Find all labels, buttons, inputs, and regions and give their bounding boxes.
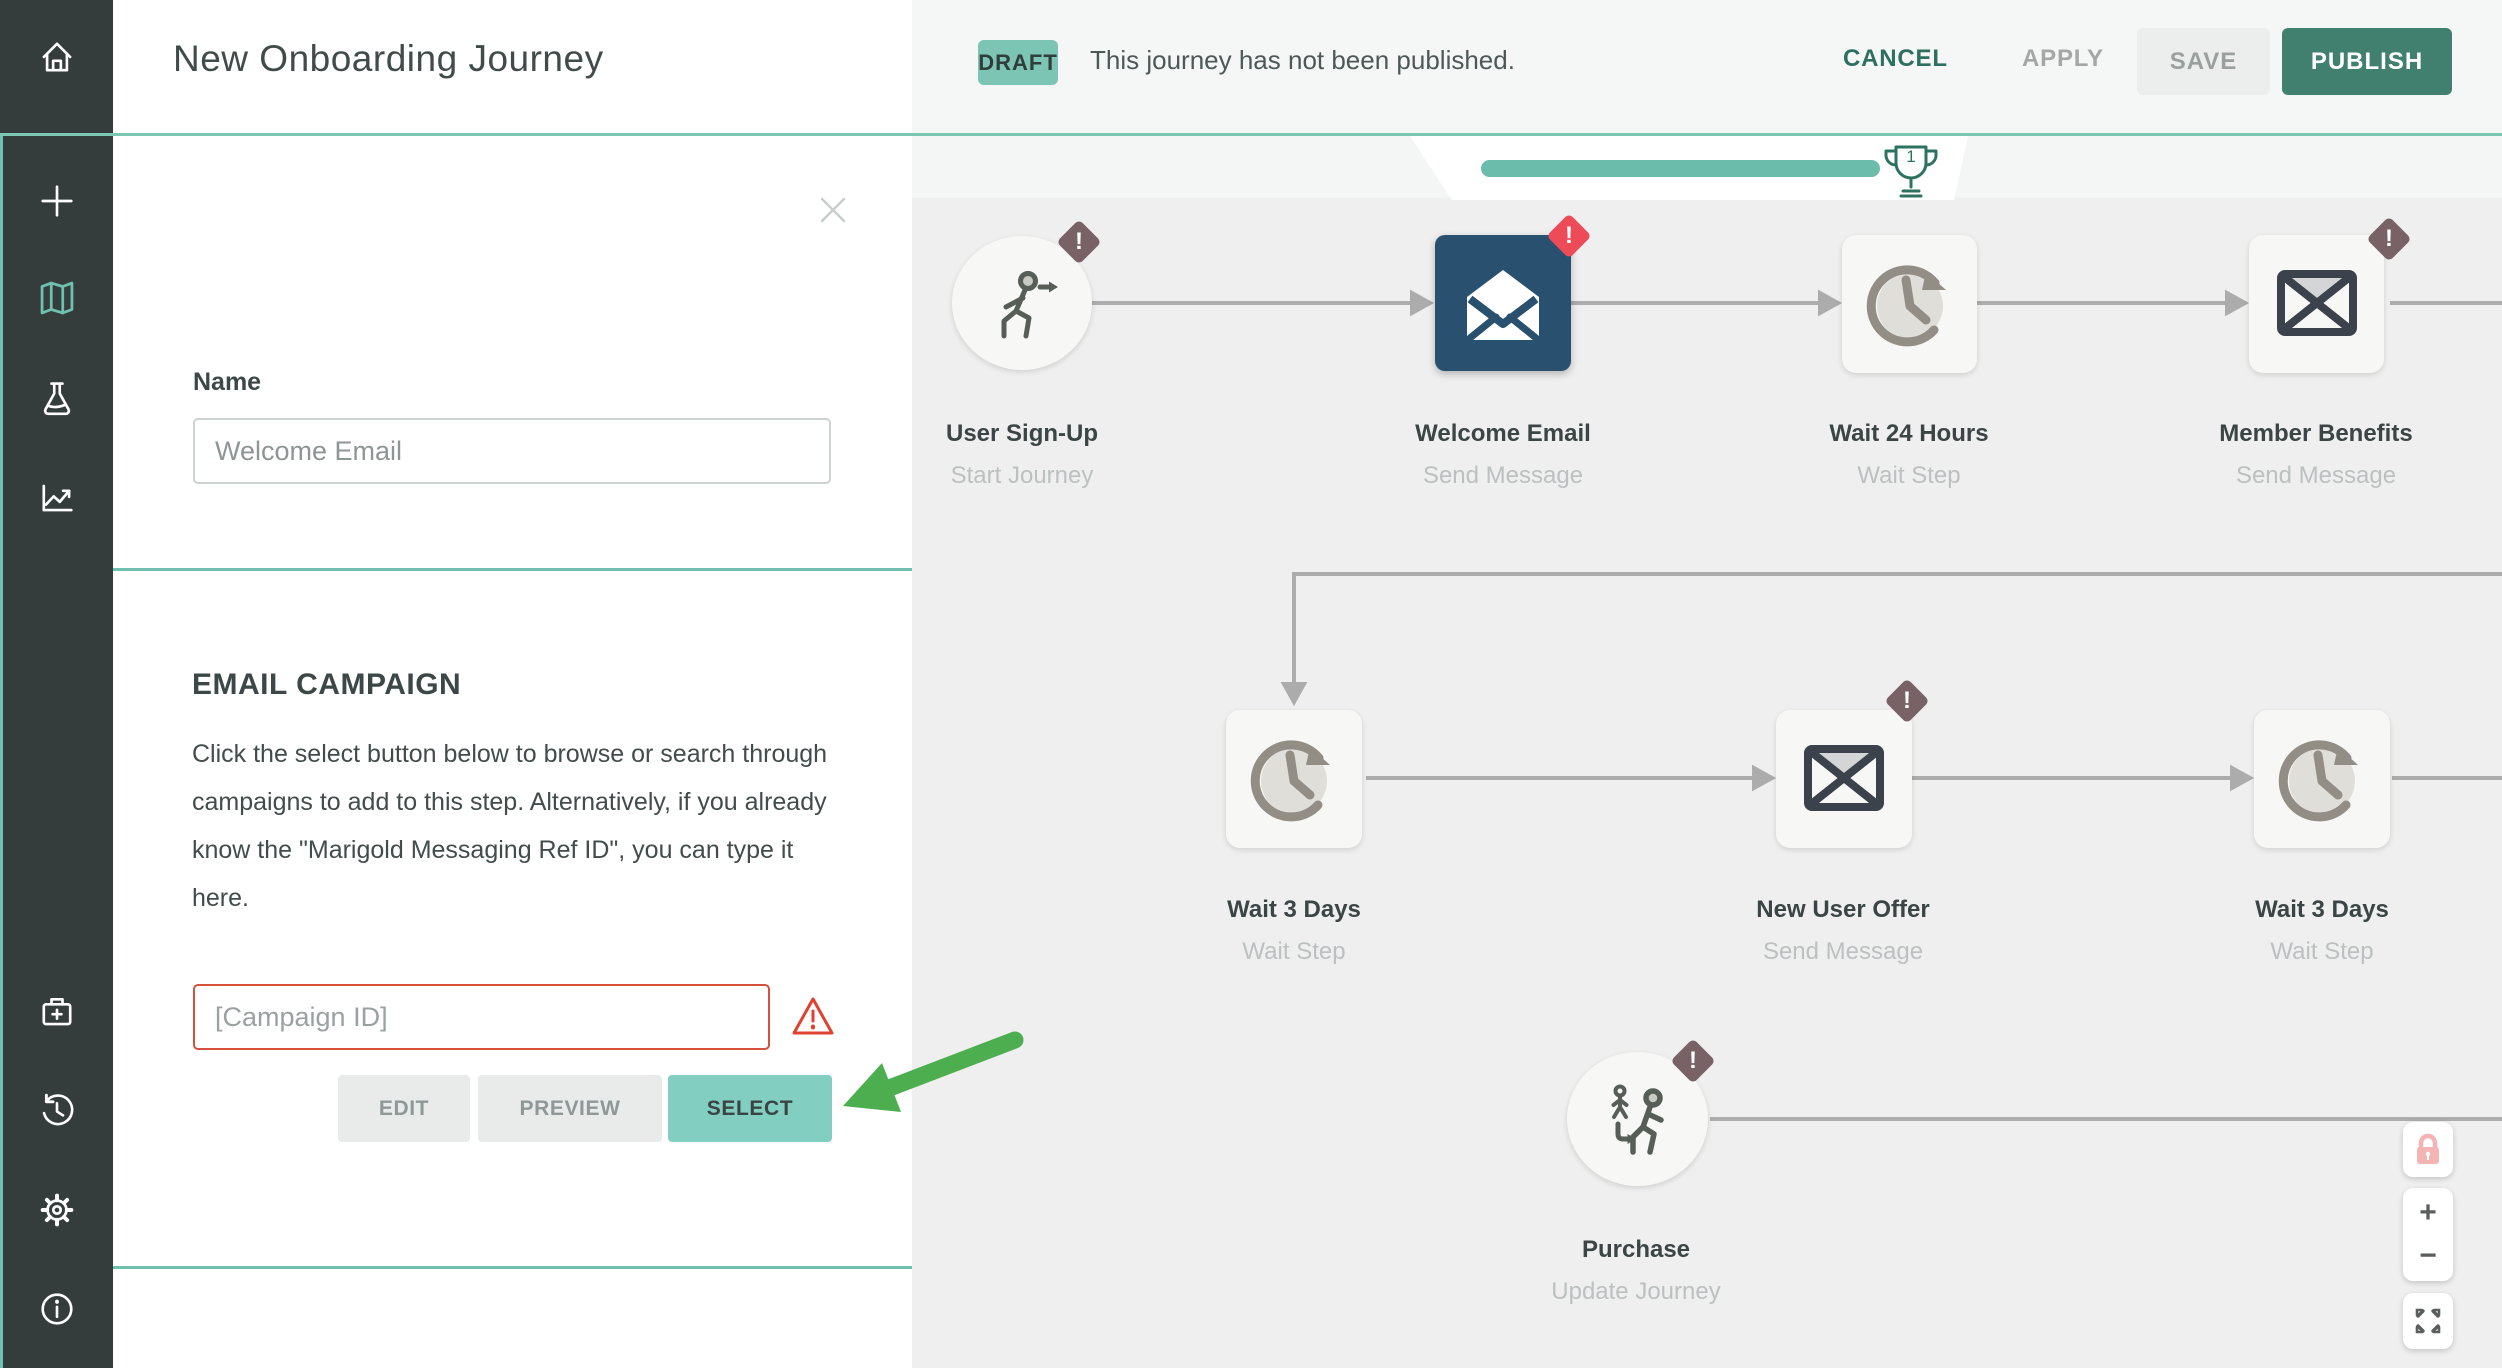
open-envelope-icon <box>1466 270 1540 342</box>
history-icon <box>42 1093 73 1126</box>
sidebar-item-add[interactable] <box>0 161 113 241</box>
plus-icon <box>40 185 73 217</box>
line-chart-icon <box>41 484 73 512</box>
step-config-panel <box>113 136 912 1368</box>
preview-button[interactable]: PREVIEW <box>478 1075 662 1142</box>
start-journey-icon <box>1001 271 1058 339</box>
node-wait-3-days[interactable] <box>2254 710 2390 848</box>
callout-arrow <box>843 1031 1024 1112</box>
sidebar <box>0 0 113 1368</box>
sidebar-item-briefcase-add[interactable] <box>0 972 113 1052</box>
home-icon <box>41 42 72 72</box>
flow-connectors <box>1092 289 2502 1121</box>
node-label: New User Offer Send Message <box>1756 896 1930 965</box>
publish-button[interactable]: PUBLISH <box>2282 28 2452 95</box>
trophy-number: 1 <box>1906 147 1915 166</box>
map-icon <box>40 281 73 315</box>
node-user-sign-up[interactable] <box>952 236 1092 370</box>
name-field-label: Name <box>193 368 262 396</box>
envelope-icon <box>1804 745 1884 811</box>
node-label: Wait 24 Hours Wait Step <box>1829 420 1989 489</box>
validation-warning-icon <box>790 994 836 1038</box>
node-member-benefits[interactable] <box>2249 235 2384 373</box>
node-label: User Sign-Up Start Journey <box>945 420 1098 489</box>
expand-icon <box>2415 1308 2441 1334</box>
update-journey-icon <box>1611 1084 1664 1155</box>
status-text: This journey has not been published. <box>1090 45 1515 75</box>
apply-button[interactable]: APPLY <box>2022 45 2104 72</box>
node-welcome-email[interactable] <box>1435 235 1571 371</box>
top-bar: New Onboarding Journey DRAFT This journe… <box>0 0 2502 133</box>
gear-icon <box>40 1193 73 1227</box>
sidebar-item-info[interactable] <box>0 1269 113 1349</box>
lock-icon <box>2417 1133 2439 1164</box>
campaign-id-input[interactable] <box>193 984 770 1050</box>
lock-button[interactable] <box>2403 1122 2453 1177</box>
sidebar-item-analytics[interactable] <box>0 458 113 538</box>
zoom-out-button[interactable]: − <box>2419 1239 2437 1272</box>
sidebar-accent-border <box>0 136 3 1368</box>
section-divider <box>113 568 912 571</box>
node-label: Wait 3 Days Wait Step <box>1227 896 1361 965</box>
envelope-icon <box>2276 270 2357 336</box>
wait-clock-icon <box>1250 740 1330 822</box>
zoom-in-button[interactable]: + <box>2419 1196 2437 1229</box>
info-icon <box>40 1293 73 1325</box>
sidebar-item-home[interactable] <box>0 17 113 97</box>
node-label: Member Benefits Send Message <box>2219 420 2413 489</box>
cancel-button[interactable]: CANCEL <box>1843 45 1948 72</box>
zoom-controls: + − <box>2403 1188 2453 1281</box>
name-input[interactable] <box>193 418 831 484</box>
trophy-icon: 1 <box>1878 141 1944 208</box>
fullscreen-button[interactable] <box>2403 1293 2453 1349</box>
select-button[interactable]: SELECT <box>668 1075 832 1142</box>
node-wait-3-days[interactable] <box>1226 710 1362 848</box>
node-label: Purchase Update Journey <box>1551 1236 1721 1305</box>
journey-progress-bar <box>1481 160 1880 177</box>
flask-icon <box>43 382 70 416</box>
sidebar-item-history[interactable] <box>0 1071 113 1151</box>
node-label: Welcome Email Send Message <box>1415 420 1591 489</box>
page-title: New Onboarding Journey <box>173 38 604 79</box>
wait-clock-icon <box>1866 265 1946 347</box>
wait-clock-icon <box>2278 740 2358 822</box>
node-label: Wait 3 Days Wait Step <box>2255 896 2389 965</box>
sidebar-item-settings[interactable] <box>0 1170 113 1250</box>
email-campaign-heading: EMAIL CAMPAIGN <box>192 668 462 701</box>
edit-button[interactable]: EDIT <box>338 1075 470 1142</box>
node-wait-24-hours[interactable] <box>1842 235 1977 373</box>
journey-canvas[interactable]: 1 ! <box>912 136 2502 1368</box>
status-badge: DRAFT <box>978 40 1058 85</box>
header-divider <box>0 133 2502 136</box>
sidebar-item-journeys[interactable] <box>0 258 113 338</box>
save-button[interactable]: SAVE <box>2137 28 2270 95</box>
email-campaign-description: Click the select button below to browse … <box>192 740 828 912</box>
briefcase-plus-icon <box>41 998 72 1026</box>
node-new-user-offer[interactable] <box>1776 710 1912 848</box>
close-icon[interactable] <box>815 192 851 228</box>
sidebar-item-experiments[interactable] <box>0 359 113 439</box>
section-divider <box>113 1266 912 1269</box>
